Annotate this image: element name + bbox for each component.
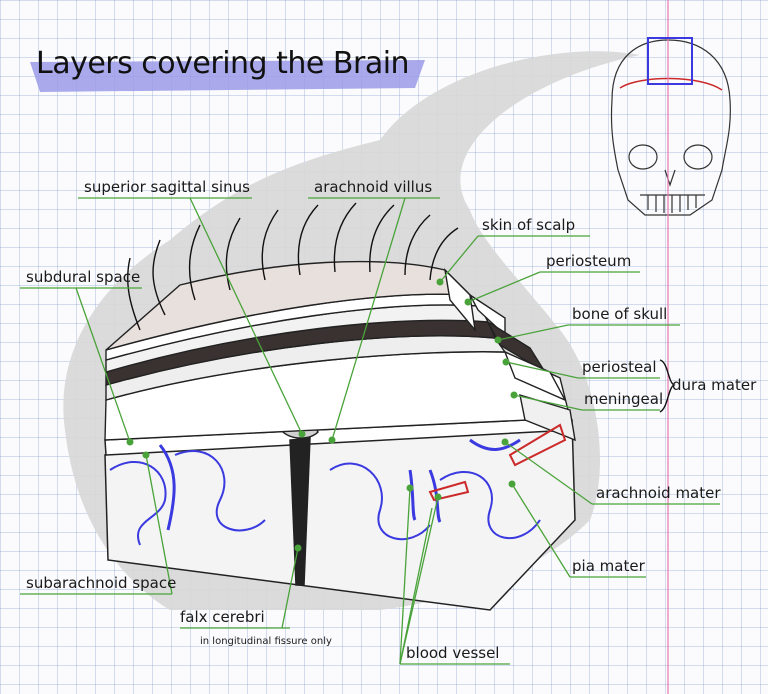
label-arachnoid-mater: arachnoid mater (596, 484, 721, 502)
label-bone-of-skull: bone of skull (572, 305, 668, 323)
label-periosteal: periosteal (582, 358, 657, 376)
label-dots (126, 278, 518, 552)
label-arachnoid-villus: arachnoid villus (314, 178, 433, 196)
hair-strands (127, 202, 459, 331)
label-meningeal: meningeal (584, 390, 664, 408)
title-highlight (30, 60, 425, 92)
label-superior-sagittal-sinus: superior sagittal sinus (84, 178, 250, 196)
red-vessel (508, 423, 567, 467)
label-periosteum: periosteum (546, 252, 632, 270)
skull-focus-box (647, 37, 693, 85)
label-dura-mater: dura mater (672, 376, 757, 394)
label-subdural-space: subdural space (26, 268, 141, 286)
label-subarachnoid-space: subarachnoid space (26, 574, 177, 592)
label-falx-cerebri: falx cerebri (180, 608, 265, 626)
label-skin-of-scalp: skin of scalp (482, 216, 576, 234)
label-falx-note: in longitudinal fissure only (200, 636, 332, 647)
page-title: Layers covering the Brain (36, 46, 410, 81)
dura-bracket (659, 359, 676, 413)
skull-icon (610, 39, 731, 216)
label-leaders (20, 197, 720, 665)
skull-suture (619, 77, 723, 91)
label-pia-mater: pia mater (572, 557, 645, 575)
label-blood-vessel: blood vessel (406, 644, 500, 662)
red-vessel-2 (428, 480, 470, 502)
